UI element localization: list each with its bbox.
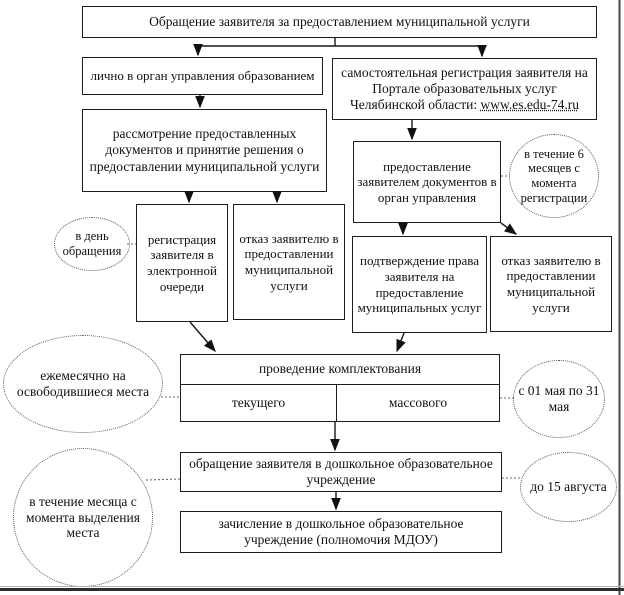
staffing-table-header: проведение комплектования	[181, 355, 499, 385]
portal-url: www.es.edu-74.ru	[480, 97, 579, 113]
arrow-queue-to-table	[189, 321, 216, 353]
box-rights-confirmation: подтверждение права заявителя на предост…	[352, 236, 487, 333]
box-submit-documents: предоставление заявителем документов в о…	[353, 141, 501, 223]
staffing-cell-current: текущего	[181, 385, 337, 421]
box-review: рассмотрение предоставленных документов …	[82, 109, 327, 192]
ellipse-may: с 01 мая по 31 мая	[513, 360, 605, 438]
connector-month-after-place	[145, 478, 181, 481]
arrow-to-refusal-right	[500, 222, 518, 235]
arrow-rights-to-table	[396, 332, 406, 353]
self-registration-text: самостоятельная регистрация заявителя на…	[336, 65, 593, 114]
staffing-cell-mass: массового	[388, 394, 448, 410]
box-request: Обращение заявителя за предоставлением м…	[82, 6, 597, 38]
staffing-table: проведение комплектования текущего массо…	[180, 354, 500, 422]
staffing-table-row: текущего массового	[181, 385, 499, 421]
ellipse-same-day: в день обращения	[54, 217, 130, 271]
box-refusal-right: отказ заявителю в предоставлении муницип…	[490, 236, 612, 332]
box-self-registration: самостоятельная регистрация заявителя на…	[332, 58, 597, 120]
box-queue-registration: регистрация заявителя в электронной очер…	[136, 204, 228, 322]
box-refusal-left: отказ заявителю в предоставлении муницип…	[233, 204, 345, 320]
ellipse-august: до 15 августа	[520, 452, 617, 522]
box-dou-application: обращение заявителя в дошкольное образов…	[180, 452, 502, 492]
ellipse-six-months: в течение 6 месяцев с момента регистраци…	[509, 134, 599, 218]
box-in-person: лично в орган управления образованием	[82, 57, 323, 95]
box-enrollment: зачисление в дошкольное образовательное …	[180, 511, 502, 553]
ellipse-monthly: ежемесячно на освободившиеся места	[3, 335, 163, 433]
ellipse-month-after-place: в течение месяца с момента выделения мес…	[13, 448, 153, 587]
self-registration-prefix: самостоятельная регистрация заявителя на…	[341, 64, 588, 113]
